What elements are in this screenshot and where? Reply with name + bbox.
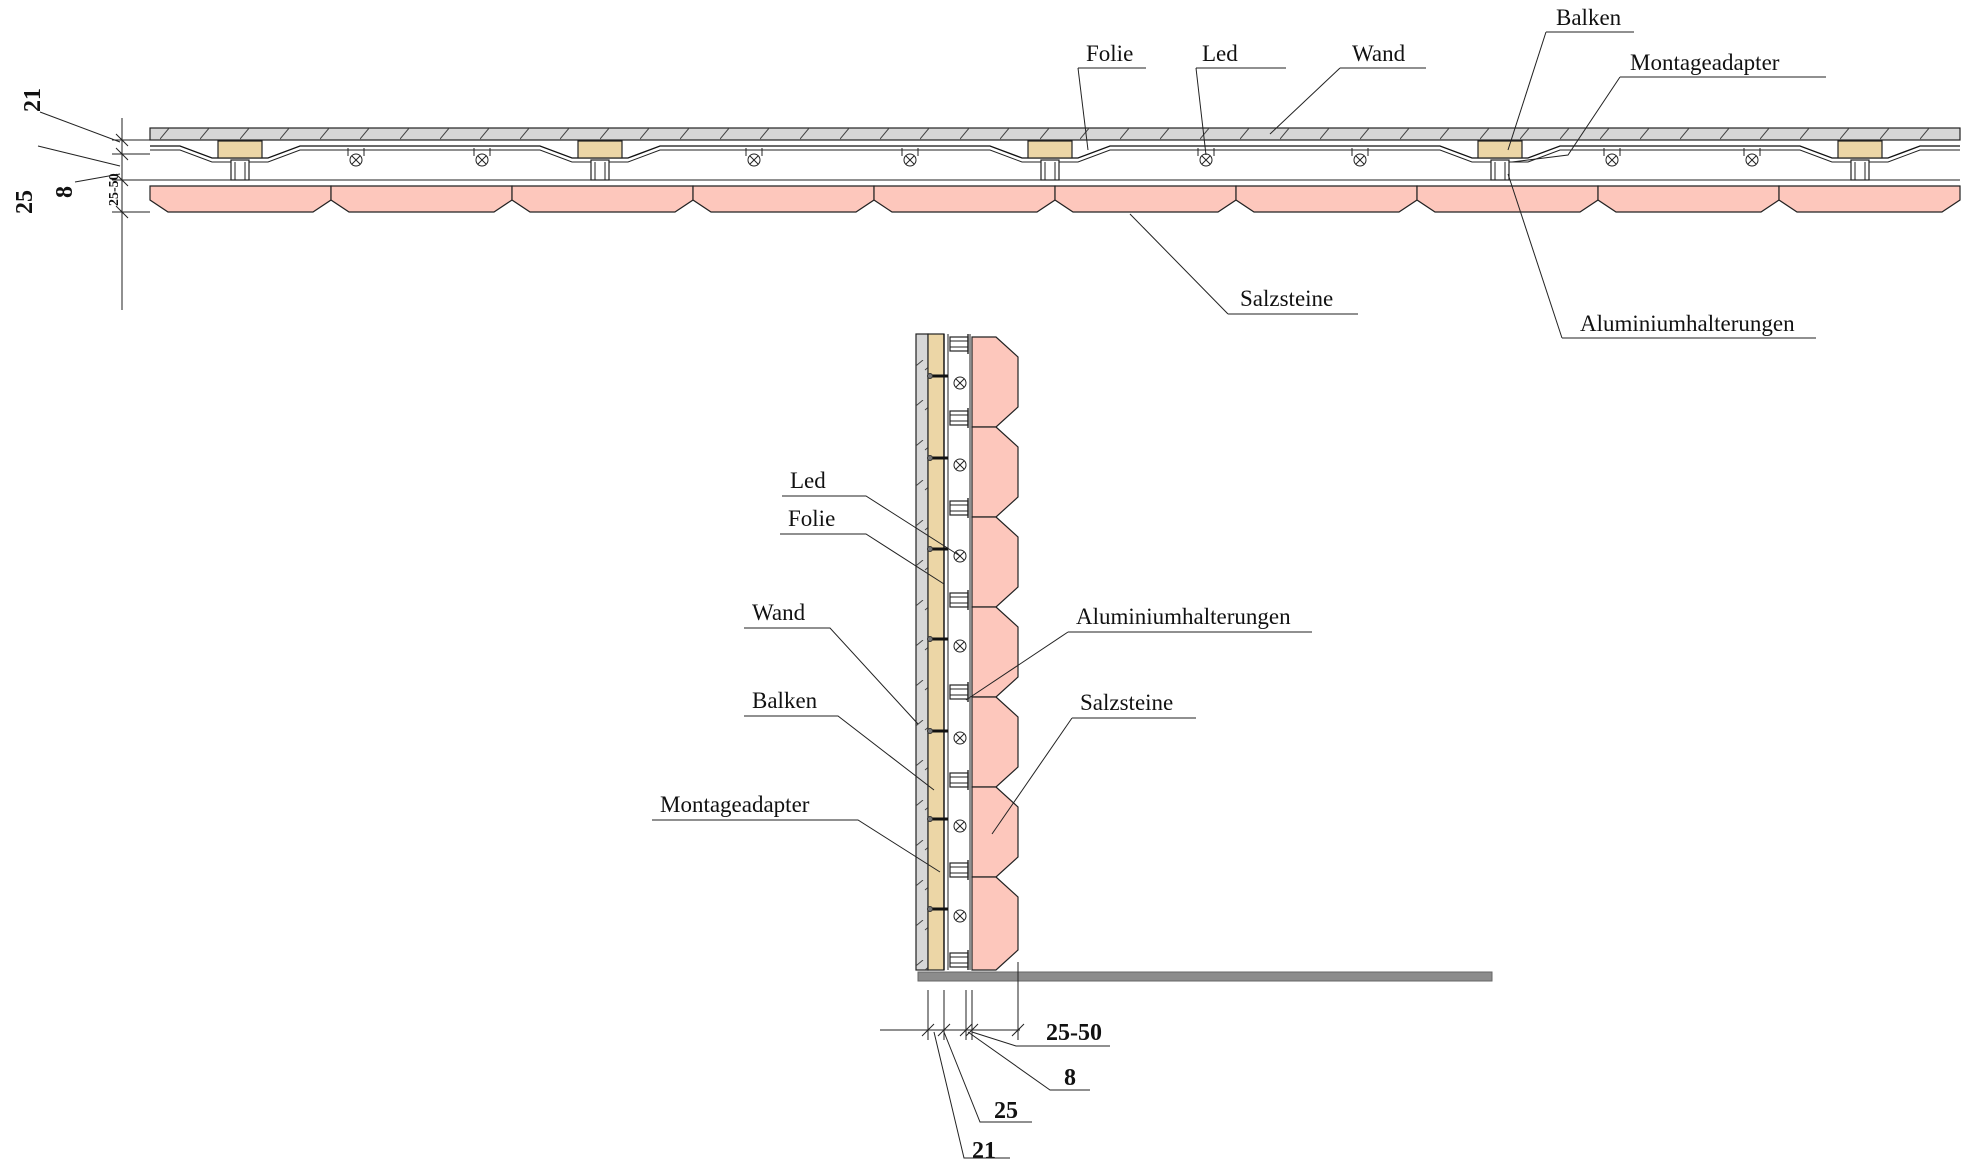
salt-stone: [971, 516, 1019, 608]
label-wand-plan: Wand: [1352, 41, 1406, 66]
plan-labels: Folie Led Wand Balken Montageadapter Sal…: [1077, 5, 1826, 339]
salt-stones-plan: [149, 185, 1961, 213]
beam-section: [927, 333, 945, 971]
led-icon: [927, 455, 967, 472]
label-led-plan: Led: [1202, 41, 1238, 66]
aluminium-holder: [949, 682, 969, 702]
label-folie-plan: Folie: [1086, 41, 1133, 66]
led-icon: [927, 906, 967, 923]
salt-stone: [971, 426, 1019, 518]
beam: [577, 140, 623, 159]
led-icon: [1351, 148, 1369, 167]
led-icon: [901, 148, 919, 167]
dim-25-50-section: 25-50: [1046, 1020, 1102, 1046]
salt-stone: [971, 336, 1019, 428]
beam: [1477, 140, 1523, 159]
section-dimensions: 25-50 8 25 21: [880, 962, 1110, 1162]
label-folie-section: Folie: [788, 506, 835, 531]
aluminium-holder: [949, 590, 969, 610]
salt-stone: [971, 876, 1019, 971]
holders-section: [949, 334, 969, 970]
mounting-adapter: [1490, 159, 1510, 181]
label-led-section: Led: [790, 468, 826, 493]
led-icon: [927, 728, 967, 745]
label-aluminiumhalterungen-plan: Aluminiumhalterungen: [1580, 311, 1795, 336]
aluminium-holder: [949, 334, 969, 354]
aluminium-holder: [949, 408, 969, 428]
mounting-adapter: [1850, 159, 1870, 181]
salt-stone: [1597, 185, 1780, 213]
mounting-adapter: [590, 159, 610, 181]
salt-stone: [873, 185, 1056, 213]
beam: [1837, 140, 1883, 159]
aluminium-holder: [949, 498, 969, 518]
label-balken-plan: Balken: [1556, 5, 1622, 30]
salt-stone: [971, 696, 1019, 788]
salt-stone: [971, 786, 1019, 878]
floor: [917, 971, 1493, 982]
led-icon: [927, 373, 967, 390]
led-icon: [1603, 148, 1621, 167]
salt-stone: [330, 185, 513, 213]
leds-plan: [347, 148, 1761, 167]
beams-plan: [217, 140, 1883, 181]
mounting-adapter: [230, 159, 250, 181]
salt-stone: [1778, 185, 1961, 213]
led-icon: [745, 148, 763, 167]
salt-stone: [149, 185, 332, 213]
mounting-adapter: [1040, 159, 1060, 181]
label-salzsteine-plan: Salzsteine: [1240, 286, 1333, 311]
aluminium-holder: [949, 950, 969, 970]
leds-section: [927, 373, 967, 923]
dim-21-plan: 21: [20, 88, 46, 112]
label-salzsteine-section: Salzsteine: [1080, 690, 1173, 715]
section-view: [915, 333, 1493, 982]
plan-view: [149, 127, 1961, 213]
beam: [1027, 140, 1073, 159]
dim-8-section: 8: [1064, 1065, 1076, 1091]
label-wand-section: Wand: [752, 600, 806, 625]
led-icon: [927, 636, 967, 653]
led-icon: [473, 148, 491, 167]
plan-dimensions: 21 25 8 25-50: [12, 88, 150, 310]
label-montageadapter-section: Montageadapter: [660, 792, 810, 817]
dim-8-plan: 8: [52, 186, 78, 198]
dim-25-plan: 25: [12, 190, 38, 214]
led-icon: [1743, 148, 1761, 167]
label-montageadapter-plan: Montageadapter: [1630, 50, 1780, 75]
section-labels: Led Folie Wand Balken Montageadapter Alu…: [652, 468, 1312, 873]
beam: [217, 140, 263, 159]
dim-25-section: 25: [994, 1098, 1018, 1124]
led-icon: [347, 148, 365, 167]
salt-stone: [1235, 185, 1418, 213]
salt-stones-section: [971, 336, 1019, 971]
salt-stone: [692, 185, 875, 213]
salt-stone: [1054, 185, 1237, 213]
label-aluminiumhalterungen-section: Aluminiumhalterungen: [1076, 604, 1291, 629]
dim-25-50-plan: 25-50: [107, 173, 122, 206]
salt-stone: [1416, 185, 1599, 213]
led-icon: [927, 816, 967, 833]
salt-stone: [971, 606, 1019, 698]
aluminium-holder: [949, 770, 969, 790]
label-balken-section: Balken: [752, 688, 818, 713]
aluminium-holder: [949, 860, 969, 880]
salt-stone: [511, 185, 694, 213]
